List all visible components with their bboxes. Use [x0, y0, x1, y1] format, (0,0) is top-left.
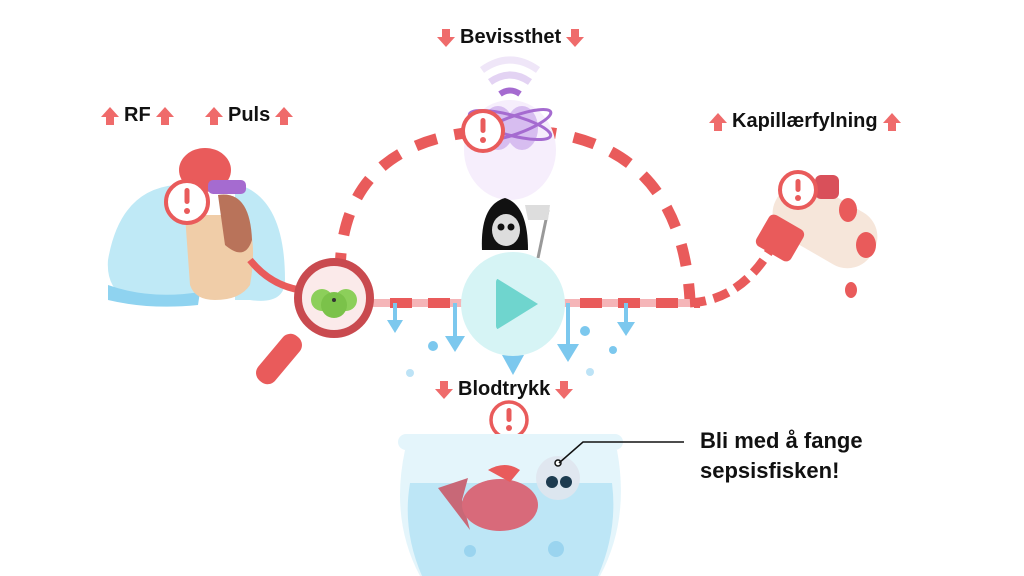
- arrow-down-icon: [555, 380, 574, 399]
- label-blodtrykk: Blodtrykk: [434, 378, 574, 401]
- cta-text: Bli med å fange sepsisfisken!: [700, 426, 863, 486]
- play-icon: [496, 278, 538, 330]
- arrow-up-icon: [205, 106, 223, 125]
- arrow-down-icon: [566, 28, 585, 47]
- arrow-up-icon: [101, 106, 119, 125]
- label-puls: Puls: [204, 104, 294, 127]
- arrow-up-icon: [709, 112, 727, 131]
- label-bevissthet-text: Bevissthet: [460, 26, 562, 48]
- vessel-right: [689, 247, 774, 308]
- grim-reaper: [481, 198, 550, 259]
- play-video-button[interactable]: [461, 252, 565, 356]
- label-blodtrykk-text: Blodtrykk: [458, 378, 551, 400]
- label-kapillaerfylning: Kapillærfylning: [708, 110, 902, 133]
- arrow-up-icon: [882, 112, 901, 131]
- magnifier-bacteria: [256, 258, 374, 385]
- label-rf: RF: [100, 104, 175, 127]
- label-puls-text: Puls: [228, 104, 271, 126]
- label-rf-text: RF: [124, 104, 151, 126]
- arrow-down-icon: [435, 380, 453, 399]
- callout-line: [558, 441, 684, 464]
- heart: [179, 148, 301, 300]
- arrow-down-icon: [437, 28, 455, 47]
- arrow-up-icon: [275, 106, 294, 125]
- fishbowl: [398, 434, 623, 576]
- cta-line-2: sepsisfisken!: [700, 458, 840, 483]
- label-kapillaerfylning-text: Kapillærfylning: [732, 110, 878, 132]
- alert-icon-blood-pressure: [489, 400, 529, 440]
- alert-icon-capillary: [778, 170, 818, 210]
- arrow-up-icon: [155, 106, 174, 125]
- finger-capillary: [755, 175, 878, 298]
- label-bevissthet: Bevissthet: [436, 26, 585, 49]
- cta-line-1: Bli med å fange: [700, 428, 863, 453]
- alert-icon-heart: [164, 179, 210, 225]
- alert-icon-brain: [461, 109, 505, 153]
